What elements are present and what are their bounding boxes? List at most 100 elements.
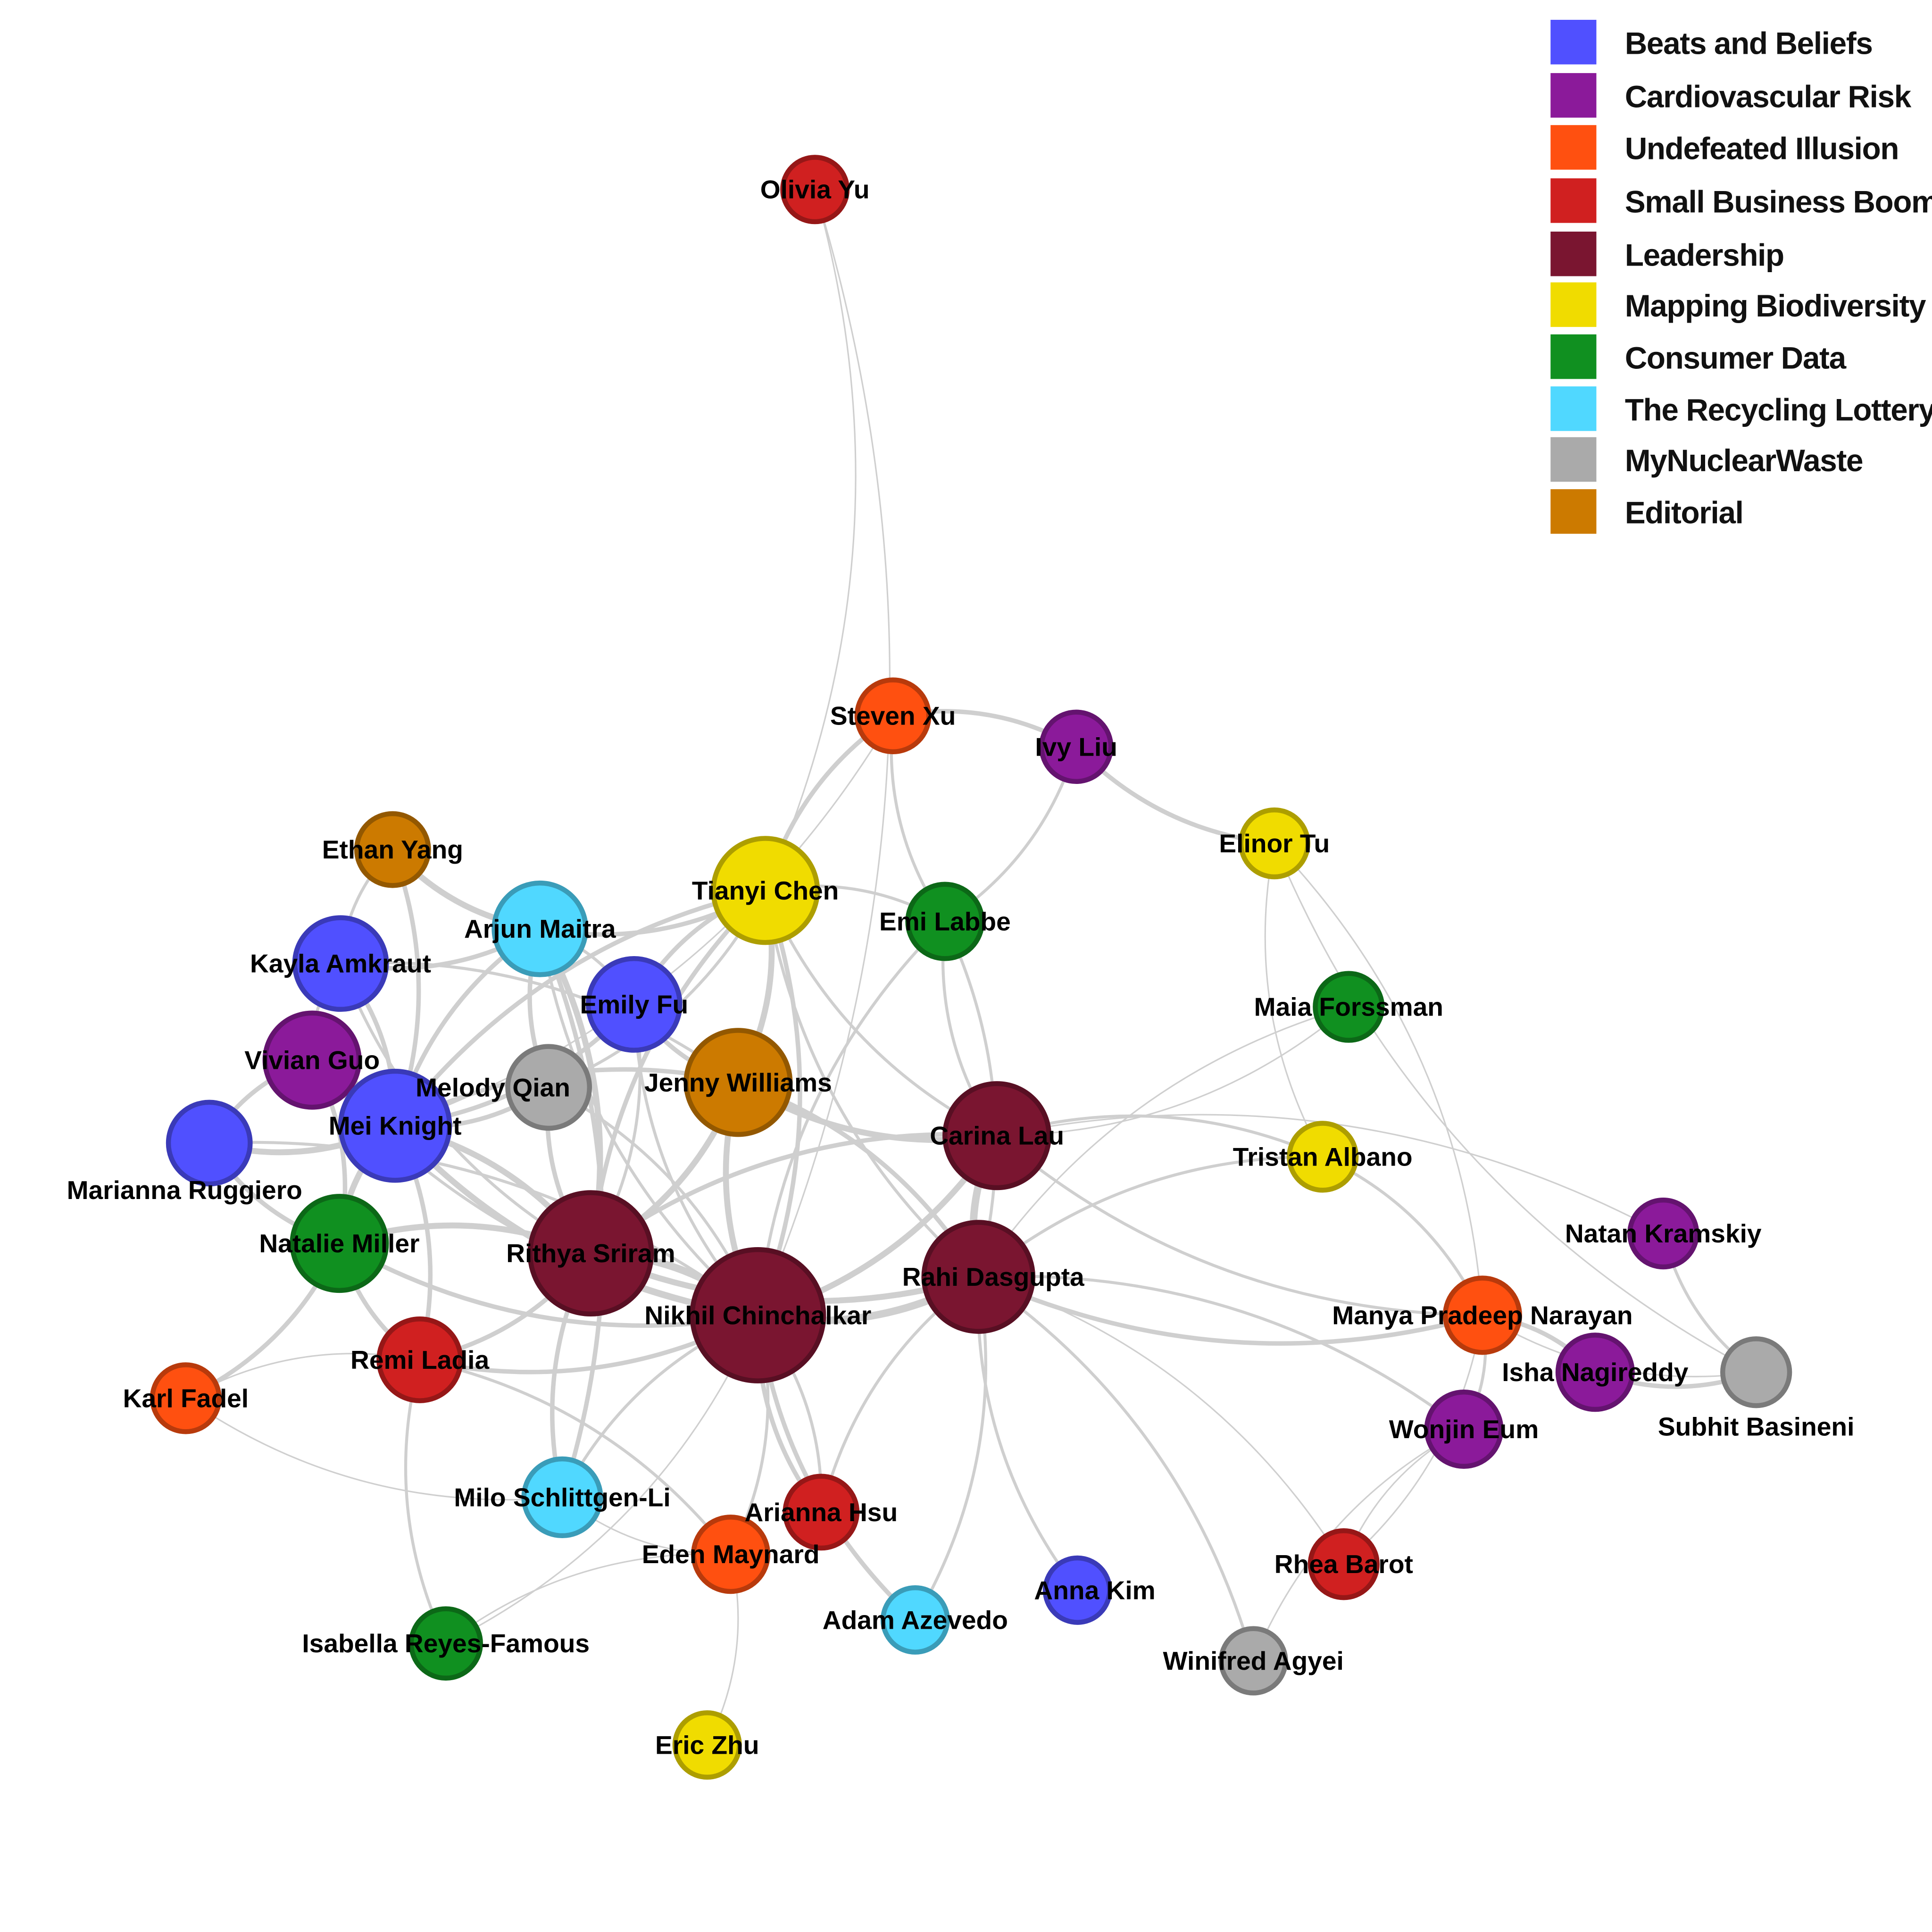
node-ethan-yang[interactable]	[354, 811, 431, 888]
node-label: Arjun Maitra	[464, 914, 616, 943]
node-label: Marianna Ruggiero	[67, 1175, 302, 1205]
node-subhit-basineni[interactable]	[1720, 1336, 1792, 1408]
node-label: Winifred Agyei	[1163, 1646, 1343, 1675]
legend-label: The Recycling Lottery	[1625, 393, 1932, 427]
edge	[445, 1315, 759, 1644]
node-kayla-amkraut[interactable]	[292, 915, 389, 1012]
edge	[997, 1006, 1349, 1137]
legend-swatch	[1550, 437, 1597, 482]
node-label: Elinor Tu	[1219, 829, 1330, 858]
node-label: Emily Fu	[580, 990, 688, 1019]
legend-swatch	[1550, 334, 1597, 379]
node-label: Wonjin Eum	[1389, 1415, 1539, 1444]
node-maia-forssman[interactable]	[1313, 971, 1385, 1043]
node-isabella-reyes-famous[interactable]	[408, 1606, 483, 1681]
node-jenny-williams[interactable]	[683, 1028, 793, 1137]
legend-label: MyNuclearWaste	[1625, 443, 1863, 478]
node-label: Eric Zhu	[655, 1731, 759, 1760]
node-arjun-maitra[interactable]	[491, 880, 589, 977]
node-label: Carina Lau	[930, 1121, 1064, 1150]
node-marianna-ruggiero[interactable]	[166, 1099, 253, 1187]
node-mei-knight[interactable]	[338, 1068, 452, 1183]
nodes-layer	[150, 155, 1792, 1780]
node-steven-xu[interactable]	[854, 677, 932, 755]
node-tristan-albano[interactable]	[1287, 1121, 1359, 1193]
edge	[764, 890, 980, 1278]
node-milo-schlittgen-li[interactable]	[521, 1456, 603, 1539]
node-eden-maynard[interactable]	[691, 1515, 771, 1594]
legend-label: Mapping Biodiversity	[1625, 289, 1926, 323]
node-label: Natan Kramskiy	[1565, 1219, 1762, 1248]
edge	[1252, 1428, 1465, 1661]
node-rithya-sriram[interactable]	[527, 1190, 654, 1317]
node-isha-nagireddy[interactable]	[1555, 1332, 1635, 1412]
node-elinor-tu[interactable]	[1238, 807, 1310, 880]
node-vivian-guo[interactable]	[262, 1010, 362, 1110]
edge	[445, 1553, 731, 1644]
node-label: Remi Ladia	[350, 1345, 490, 1374]
node-melody-qian[interactable]	[505, 1044, 592, 1131]
legend-label: Undefeated Illusion	[1625, 132, 1899, 166]
node-label: Rahi Dasgupta	[902, 1262, 1085, 1291]
node-olivia-yu[interactable]	[780, 155, 850, 225]
edge	[977, 1275, 1255, 1661]
node-label: Melody Qian	[416, 1073, 570, 1102]
edge	[1274, 842, 1483, 1316]
node-label: Vivian Guo	[244, 1046, 380, 1075]
edge	[419, 1358, 732, 1556]
node-anna-kim[interactable]	[1042, 1555, 1112, 1625]
node-manya-pradeep-narayan[interactable]	[1442, 1275, 1522, 1355]
edge	[589, 1132, 997, 1255]
node-emi-labbe[interactable]	[905, 882, 985, 961]
node-label: Isabella Reyes-Famous	[302, 1629, 590, 1658]
node-tianyi-chen[interactable]	[711, 836, 820, 945]
node-label: Arianna Hsu	[744, 1498, 898, 1527]
edge	[1274, 843, 1757, 1373]
node-carina-lau[interactable]	[942, 1081, 1052, 1191]
node-eric-zhu[interactable]	[672, 1710, 742, 1780]
edge	[977, 1006, 1349, 1277]
node-label: Rhea Barot	[1274, 1549, 1413, 1579]
node-label: Isha Nagireddy	[1502, 1357, 1689, 1387]
node-natalie-miller[interactable]	[290, 1194, 389, 1293]
node-ivy-liu[interactable]	[1039, 709, 1114, 784]
node-emily-fu[interactable]	[585, 956, 683, 1053]
legend-label: Small Business Boom	[1625, 184, 1932, 219]
node-rahi-dasgupta[interactable]	[921, 1220, 1036, 1334]
legend-label: Consumer Data	[1625, 341, 1847, 375]
node-karl-fadel[interactable]	[150, 1362, 222, 1434]
edge	[209, 1141, 759, 1316]
edge	[1264, 843, 1324, 1158]
node-rhea-barot[interactable]	[1307, 1528, 1380, 1600]
legend-swatch	[1550, 20, 1597, 65]
node-label: Tianyi Chen	[692, 876, 839, 905]
node-label: Milo Schlittgen-Li	[454, 1482, 670, 1512]
node-nikhil-chinchalkar[interactable]	[690, 1247, 826, 1383]
node-wonjin-eum[interactable]	[1424, 1389, 1504, 1469]
node-natan-kramskiy[interactable]	[1627, 1197, 1699, 1270]
legend-swatch	[1550, 231, 1597, 276]
node-winifred-agyei[interactable]	[1218, 1626, 1288, 1696]
legend-label: Beats and Beliefs	[1625, 26, 1873, 60]
legend-swatch	[1550, 178, 1597, 223]
node-label: Adam Azevedo	[823, 1605, 1008, 1634]
node-label: Olivia Yu	[760, 175, 870, 204]
node-label: Manya Pradeep Narayan	[1332, 1300, 1632, 1330]
legend-swatch	[1550, 386, 1597, 431]
node-label: Tristan Albano	[1233, 1142, 1413, 1171]
node-label: Anna Kim	[1034, 1575, 1155, 1605]
legend-swatch	[1550, 73, 1597, 118]
node-remi-ladia[interactable]	[376, 1316, 463, 1403]
legend-label: Editorial	[1625, 496, 1743, 530]
node-label: Nikhil Chinchalkar	[644, 1300, 871, 1330]
node-label: Subhit Basineni	[1658, 1412, 1855, 1441]
edge	[340, 961, 739, 1084]
node-adam-azevedo[interactable]	[880, 1585, 950, 1655]
node-arianna-hsu[interactable]	[783, 1474, 860, 1551]
legend-swatch	[1550, 282, 1597, 327]
node-label: Maia Forssman	[1254, 992, 1443, 1022]
